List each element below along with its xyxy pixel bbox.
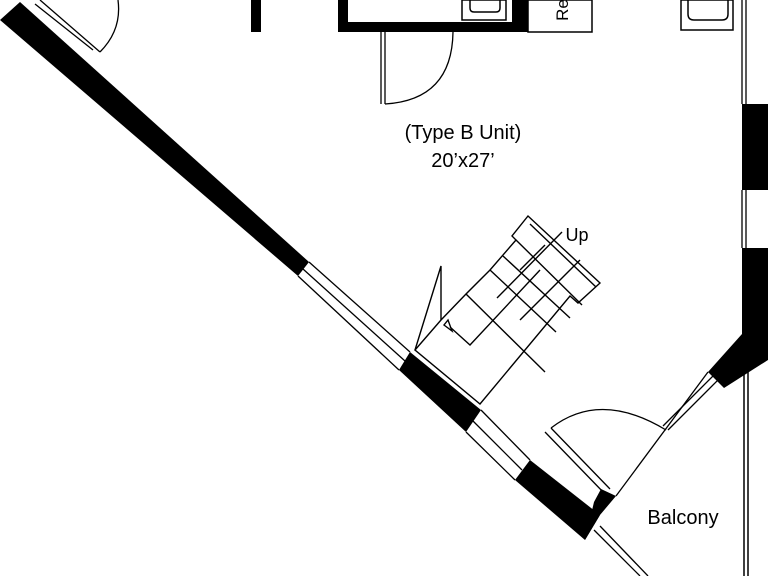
balcony-rail (593, 525, 649, 576)
unit-size-label: 20’x27’ (431, 150, 494, 172)
partition-stub (251, 0, 261, 32)
fixture-label: Re (553, 0, 572, 21)
diagonal-exterior-wall (0, 2, 616, 540)
top-left-door (34, 0, 120, 53)
closet-door (380, 31, 454, 105)
wall-segment-upper (0, 2, 309, 276)
balcony-door (544, 371, 719, 497)
wall-segment-lower (515, 460, 600, 540)
plan-labels: (Type B Unit) 20’x27’ Up Balcony (405, 122, 719, 529)
top-right-fixture (680, 0, 734, 31)
top-interior-walls (251, 0, 528, 32)
balcony-label: Balcony (647, 507, 718, 529)
wall-segment-corner (585, 489, 616, 540)
refrigerator: Re (527, 0, 593, 33)
unit-type-label: (Type B Unit) (405, 122, 522, 144)
wall-segment-middle (399, 352, 481, 432)
closet-fixture (461, 0, 507, 21)
staircase (414, 214, 602, 405)
stair-up-label: Up (565, 225, 588, 245)
right-exterior-wall (708, 0, 768, 576)
diagonal-wall-windows (297, 261, 531, 481)
